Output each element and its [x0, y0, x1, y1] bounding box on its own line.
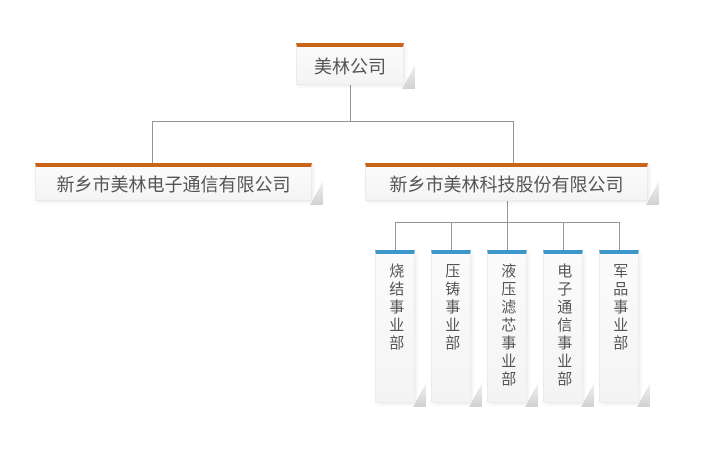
org-node-label: 新乡市美林电子通信有限公司: [56, 174, 291, 195]
connector-subsidiary2-out: [507, 201, 508, 222]
connector-division3-drop: [507, 223, 508, 250]
connector-subsidiary2-drop: [513, 122, 514, 163]
org-node-division-1: 烧结事业部: [375, 250, 415, 403]
connector-division2-drop: [451, 223, 452, 250]
connector-root-drop: [350, 85, 351, 121]
org-node-division-3: 液压滤芯事业部: [487, 250, 527, 403]
org-node-subsidiary-2: 新乡市美林科技股份有限公司: [365, 163, 648, 201]
org-node-division-2: 压铸事业部: [431, 250, 471, 403]
connector-division1-drop: [395, 223, 396, 250]
org-node-division-5: 军品事业部: [599, 250, 639, 403]
connector-division5-drop: [619, 223, 620, 250]
connector-division4-drop: [563, 223, 564, 250]
org-node-subsidiary-1: 新乡市美林电子通信有限公司: [35, 163, 312, 201]
connector-division-bus: [395, 222, 620, 223]
org-node-division-4: 电子通信事业部: [543, 250, 583, 403]
org-node-label: 新乡市美林科技股份有限公司: [389, 174, 624, 195]
org-node-label: 液压滤芯事业部: [499, 263, 517, 389]
connector-level2-bus: [152, 121, 514, 122]
org-node-label: 军品事业部: [611, 263, 629, 353]
org-node-label: 美林公司: [314, 56, 386, 77]
org-node-label: 烧结事业部: [387, 263, 405, 353]
org-node-label: 电子通信事业部: [555, 263, 573, 389]
connector-subsidiary1-drop: [152, 122, 153, 163]
org-node-label: 压铸事业部: [443, 263, 461, 353]
org-node-root: 美林公司: [296, 43, 404, 85]
